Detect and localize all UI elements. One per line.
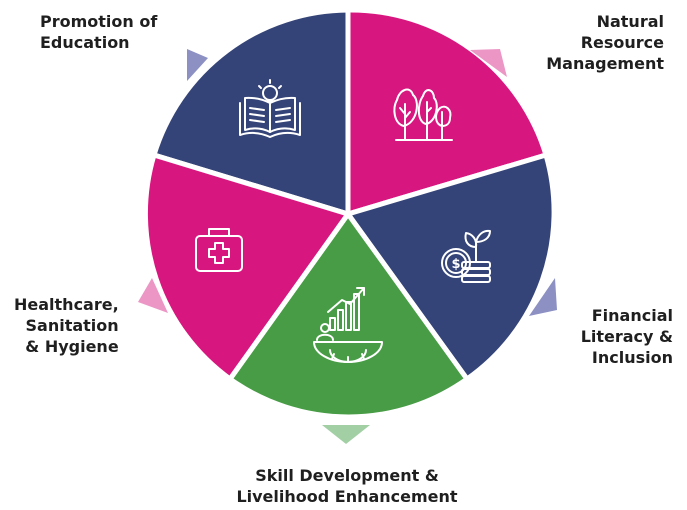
segment-health bbox=[142, 152, 351, 382]
segment-skill bbox=[227, 211, 470, 420]
trees-icon bbox=[393, 88, 453, 141]
label-line: Healthcare, bbox=[14, 295, 119, 314]
segment-finance bbox=[345, 152, 557, 382]
first-aid-kit-icon bbox=[195, 228, 243, 272]
segment-education bbox=[151, 7, 351, 217]
label-financial-literacy-inclusion: Financial Literacy & Inclusion bbox=[581, 305, 673, 368]
growth-gear-icon bbox=[313, 287, 383, 363]
open-book-lightbulb-icon bbox=[239, 79, 301, 138]
label-line: Inclusion bbox=[591, 348, 673, 367]
svg-text:$: $ bbox=[451, 257, 460, 272]
triangle-marker-skill bbox=[322, 425, 370, 444]
label-line: Livelihood Enhancement bbox=[236, 487, 458, 506]
triangle-marker-health bbox=[138, 278, 168, 313]
label-line: Financial bbox=[591, 306, 673, 325]
triangle-marker-nrm bbox=[470, 49, 507, 77]
label-promotion-of-education: Promotion of Education bbox=[40, 11, 157, 53]
label-line: Management bbox=[546, 54, 664, 73]
label-line: & Hygiene bbox=[25, 337, 119, 356]
triangle-marker-finance bbox=[529, 278, 557, 316]
coin-plant-icon: $ bbox=[441, 229, 491, 283]
label-line: Education bbox=[40, 33, 130, 52]
label-line: Natural bbox=[596, 12, 664, 31]
label-healthcare-sanitation-hygiene: Healthcare, Sanitation & Hygiene bbox=[14, 294, 119, 357]
label-line: Literacy & bbox=[580, 327, 673, 346]
label-line: Resource bbox=[580, 33, 664, 52]
label-line: Skill Development & bbox=[255, 466, 439, 485]
label-skill-development-livelihood: Skill Development & Livelihood Enhanceme… bbox=[232, 465, 462, 507]
label-natural-resource-management: Natural Resource Management bbox=[546, 11, 664, 74]
label-line: Sanitation bbox=[25, 316, 119, 335]
triangle-marker-education bbox=[187, 49, 208, 81]
segment-nrm bbox=[345, 7, 549, 217]
label-line: Promotion of bbox=[40, 12, 158, 31]
